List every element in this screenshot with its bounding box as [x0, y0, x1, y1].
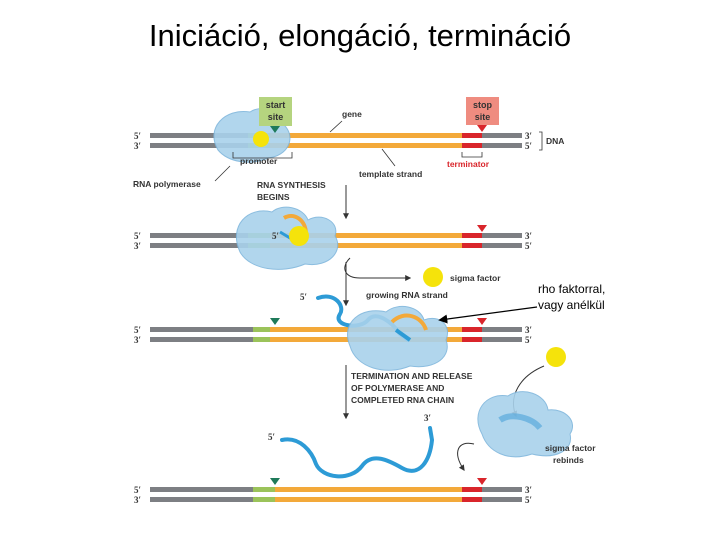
rna-polymerase-label: RNA polymerase — [133, 179, 201, 189]
template-strand-label: template strand — [359, 169, 422, 179]
step1-terminator-bottom — [462, 143, 482, 148]
step4-dna — [150, 487, 522, 502]
step1-right-5: 5′ — [525, 141, 532, 151]
step3-start-marker-icon — [270, 318, 280, 325]
step3-left-3: 3′ — [134, 335, 141, 345]
step4-start-marker-icon — [270, 478, 280, 485]
growing-rna-label: growing RNA strand — [366, 290, 448, 300]
step3-left-5: 5′ — [134, 325, 141, 335]
step4-left-5: 5′ — [134, 485, 141, 495]
sigma-rebinds-label-2: rebinds — [553, 455, 584, 465]
rna-5prime-label: 5′ — [272, 231, 279, 241]
stop-site-label-2: site — [475, 112, 491, 122]
step2-left-3: 3′ — [134, 241, 141, 251]
terminator-label: terminator — [447, 159, 490, 169]
sigma-rebinds-label-1: sigma factor — [545, 443, 596, 453]
promoter-label: promoter — [240, 156, 278, 166]
stop-site-box — [466, 97, 499, 125]
page-title: Iniciáció, elongáció, termináció — [148, 18, 572, 53]
terminator-bracket — [461, 152, 483, 158]
start-site-label-2: site — [268, 112, 284, 122]
step1-dna — [150, 133, 522, 148]
annotation-line-1: rho faktorral, — [538, 282, 605, 296]
step2-right-5: 5′ — [525, 241, 532, 251]
completed-rna-3prime: 3′ — [424, 413, 431, 423]
start-marker-icon — [270, 126, 280, 133]
annotation-line-2: vagy anélkül — [538, 298, 605, 312]
dna-label: DNA — [546, 136, 564, 146]
polymerase-return-arrow — [457, 442, 475, 471]
rna-synthesis-label-1: RNA SYNTHESIS — [257, 180, 326, 190]
step1-terminator-top — [462, 133, 482, 138]
sigma-factor-icon — [253, 131, 269, 147]
completed-rna-5prime: 5′ — [268, 432, 275, 442]
step2-right-3: 3′ — [525, 231, 532, 241]
rna-polymerase-pointer — [214, 165, 231, 182]
stop-marker-icon — [477, 125, 487, 132]
sigma-factor-label: sigma factor — [450, 273, 501, 283]
step4-right-3: 3′ — [525, 485, 532, 495]
termination-label-2: OF POLYMERASE AND — [351, 383, 444, 393]
rebinding-sigma-icon — [546, 347, 566, 367]
rna-synthesis-label-2: BEGINS — [257, 192, 290, 202]
step3-right-5: 5′ — [525, 335, 532, 345]
step1-gene-top — [270, 133, 462, 138]
released-sigma-icon — [423, 267, 443, 287]
sigma-release-arrow — [344, 257, 412, 281]
step1-left-3: 3′ — [134, 141, 141, 151]
annotation-arrow — [438, 306, 538, 324]
gene-pointer — [329, 120, 343, 133]
step3-right-3: 3′ — [525, 325, 532, 335]
dna-bracket — [539, 131, 543, 151]
step3-polymerase — [347, 305, 448, 371]
termination-label-1: TERMINATION AND RELEASE — [351, 371, 473, 381]
step2-left-5: 5′ — [134, 231, 141, 241]
step2-polymerase — [235, 206, 339, 270]
step4-left-3: 3′ — [134, 495, 141, 505]
stop-site-label-1: stop — [473, 100, 493, 110]
step1-left-5: 5′ — [134, 131, 141, 141]
step3-stop-marker-icon — [477, 318, 487, 325]
step4-stop-marker-icon — [477, 478, 487, 485]
promoter-bracket — [232, 152, 293, 159]
gene-label: gene — [342, 109, 362, 119]
step3-dna — [150, 327, 522, 342]
start-site-label-1: start — [266, 100, 286, 110]
step2-stop-marker-icon — [477, 225, 487, 232]
sigma-factor-icon — [289, 226, 309, 246]
template-strand-pointer — [381, 148, 396, 167]
free-polymerase — [477, 391, 573, 458]
termination-label-3: COMPLETED RNA CHAIN — [351, 395, 454, 405]
step4-right-5: 5′ — [525, 495, 532, 505]
step1-gene-bottom — [270, 143, 462, 148]
start-site-box — [259, 97, 292, 126]
step1-right-3: 3′ — [525, 131, 532, 141]
step3-rna-5prime: 5′ — [300, 292, 307, 302]
completed-rna-chain — [280, 426, 435, 479]
